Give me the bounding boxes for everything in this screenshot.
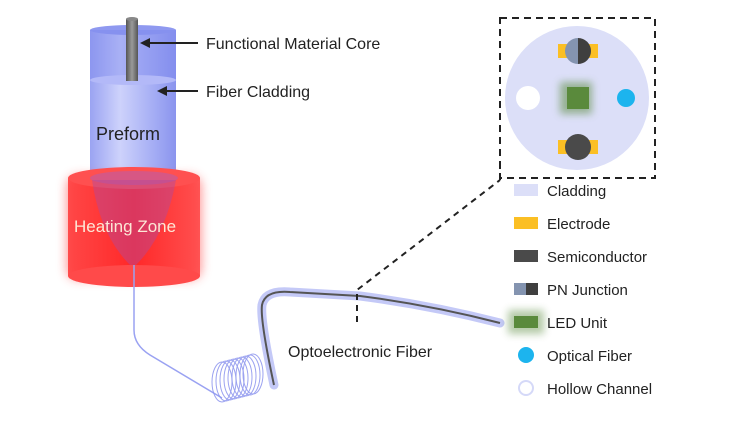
cladding-label: Fiber Cladding — [206, 84, 310, 101]
legend: Cladding Electrode Semiconductor PN Junc… — [508, 183, 652, 398]
led-unit-swatch — [514, 316, 538, 328]
legend-label: Semiconductor — [547, 249, 647, 266]
legend-label: LED Unit — [547, 315, 608, 332]
legend-label: PN Junction — [547, 282, 628, 299]
pn-junction-n-swatch — [526, 283, 538, 295]
fiber-coil — [211, 353, 264, 403]
cladding-arrow — [157, 86, 198, 96]
optical-fiber — [617, 89, 635, 107]
functional-material-core — [126, 17, 138, 81]
semiconductor — [565, 134, 591, 160]
led-unit — [567, 87, 589, 109]
legend-label: Electrode — [547, 216, 610, 233]
legend-label: Cladding — [547, 183, 606, 200]
cladding-swatch — [514, 184, 538, 196]
optical-fiber-dot — [518, 347, 534, 363]
legend-label: Hollow Channel — [547, 381, 652, 398]
preform-label: Preform — [96, 124, 160, 144]
legend-item-led-unit: LED Unit — [508, 310, 608, 334]
drawn-fiber — [133, 265, 223, 399]
pn-junction-p — [565, 38, 578, 64]
semiconductor-swatch — [514, 250, 538, 262]
legend-label: Optical Fiber — [547, 348, 632, 365]
heating-zone-label: Heating Zone — [74, 217, 176, 236]
legend-item-semiconductor: Semiconductor — [514, 249, 647, 266]
core-arrow — [140, 38, 198, 48]
fiber-label: Optoelectronic Fiber — [288, 344, 433, 361]
inset-frame — [499, 17, 656, 179]
core-label: Functional Material Core — [206, 36, 380, 53]
fiber-cross-section — [505, 26, 649, 170]
legend-item-cladding: Cladding — [514, 183, 606, 200]
pn-junction-n — [578, 38, 591, 64]
optoelectronic-fiber — [257, 287, 505, 390]
legend-item-electrode: Electrode — [514, 216, 610, 233]
legend-item-pn-junction: PN Junction — [514, 282, 628, 299]
legend-item-hollow-channel: Hollow Channel — [518, 380, 652, 398]
hollow-channel — [516, 86, 540, 110]
hollow-channel-ring — [518, 380, 534, 396]
pn-junction-p-swatch — [514, 283, 526, 295]
electrode-swatch — [514, 217, 538, 229]
legend-item-optical-fiber: Optical Fiber — [518, 347, 632, 365]
